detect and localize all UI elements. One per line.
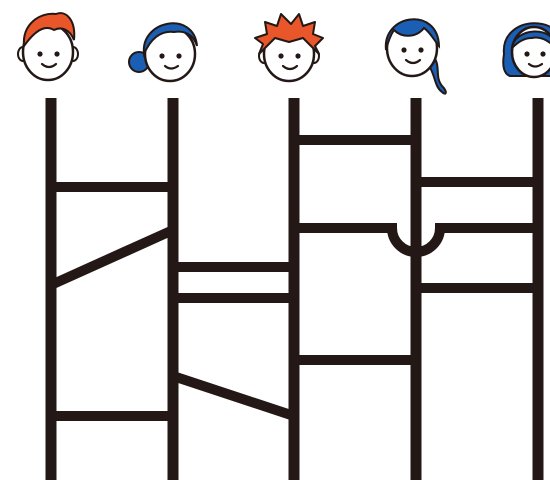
character-4[interactable] xyxy=(386,19,446,93)
boy-face-icon xyxy=(18,13,78,80)
rung-2-3-diagonal xyxy=(173,376,294,416)
boy-face-icon xyxy=(255,14,323,81)
character-2[interactable] xyxy=(129,23,197,81)
character-3[interactable] xyxy=(255,14,323,81)
girl-face-icon xyxy=(503,23,550,77)
character-1[interactable] xyxy=(18,13,78,80)
character-5[interactable] xyxy=(503,23,550,77)
rung-1-2-diagonal xyxy=(51,230,173,285)
girl-face-icon xyxy=(129,23,197,81)
girl-face-icon xyxy=(386,19,446,93)
